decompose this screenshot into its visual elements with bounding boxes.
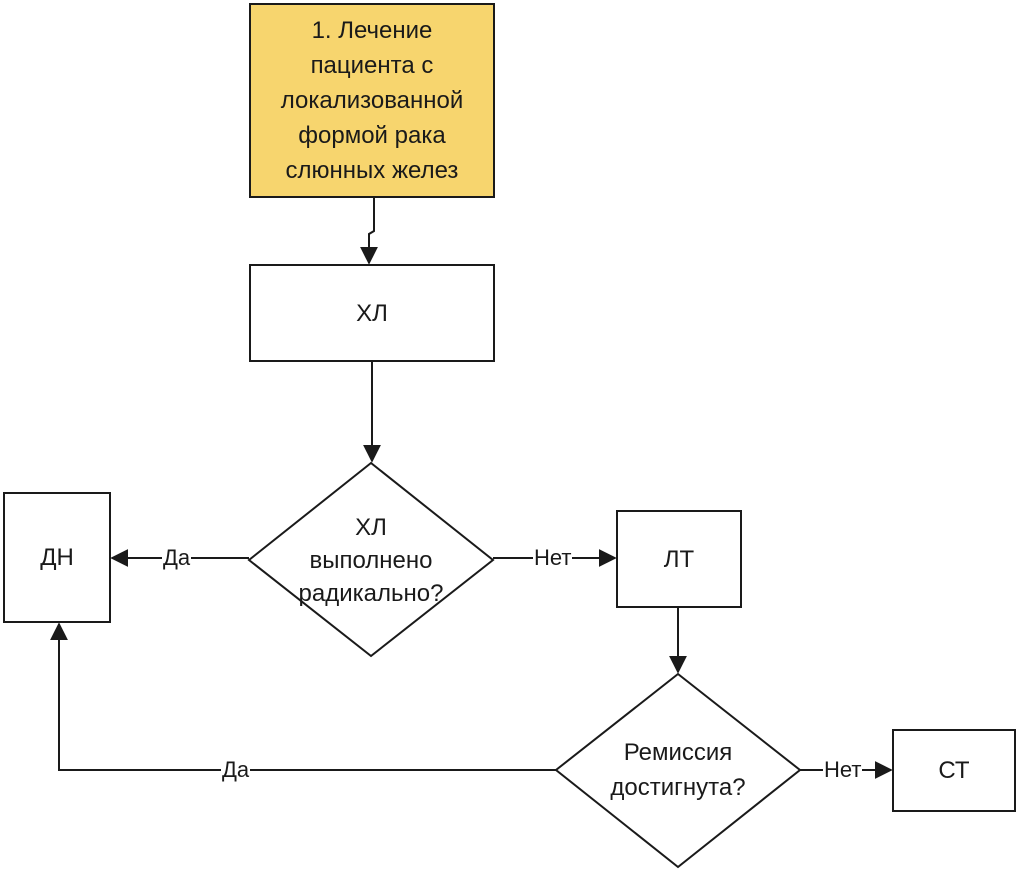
edge-start-to-hl [360, 197, 378, 265]
decision2-label: Ремиссия достигнута? [610, 739, 746, 801]
start-box [249, 3, 495, 198]
edge-label-d2-no: Нет [823, 757, 863, 782]
edge-label-d1-no: Нет [533, 545, 573, 570]
dn-label: ДН [40, 544, 74, 571]
lt-box [616, 510, 742, 608]
decision1-label: ХЛ выполнено радикально? [298, 513, 444, 607]
start-label: 1. Лечение пациента с локализованной фор… [280, 17, 464, 184]
dn-box [3, 492, 111, 623]
st-box [892, 729, 1016, 812]
decision1-diamond [247, 461, 495, 658]
edge-label-d2-yes: Да [221, 757, 251, 782]
lt-label: ЛТ [663, 545, 695, 573]
hl-box [249, 264, 495, 362]
decision2-diamond [554, 672, 802, 869]
edge-label-d1-yes: Да [162, 545, 192, 570]
edge-decision2-to-dn [50, 622, 556, 771]
hl-label: ХЛ [356, 299, 388, 327]
st-label: СТ [938, 757, 970, 784]
